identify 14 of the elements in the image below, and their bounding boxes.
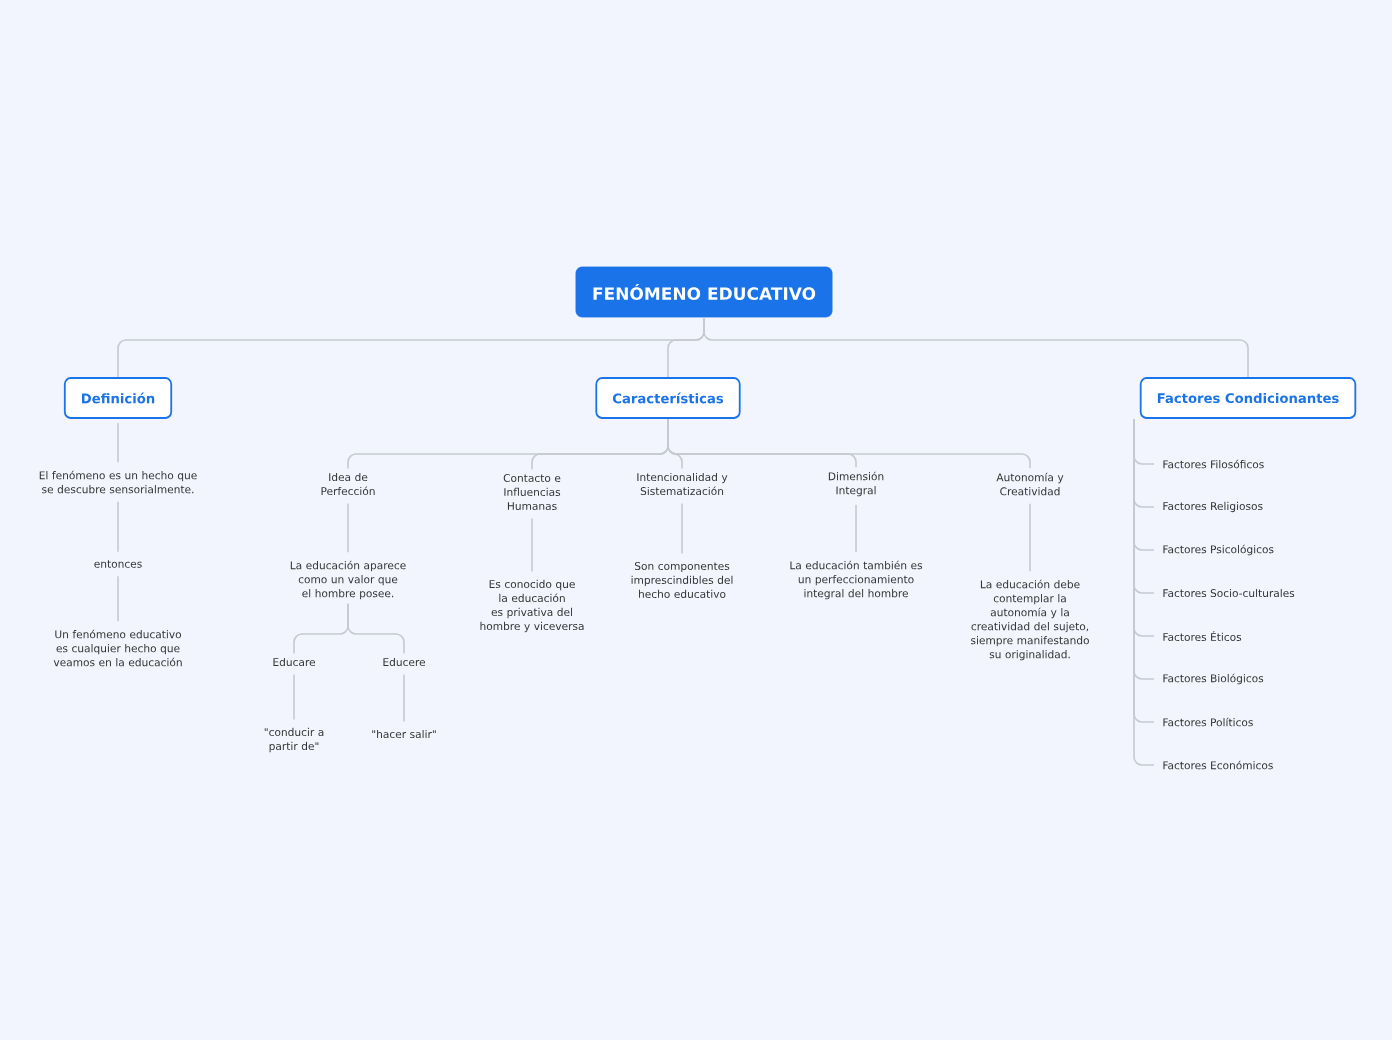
connector-line bbox=[531, 517, 533, 573]
connector-line bbox=[667, 418, 1031, 470]
connector-line bbox=[681, 502, 683, 555]
connector-line bbox=[347, 502, 349, 554]
connector-line bbox=[117, 422, 119, 464]
root-topic-box: FENÓMENO EDUCATIVO bbox=[575, 266, 833, 318]
connector-line bbox=[855, 503, 857, 554]
connector-line bbox=[703, 316, 1249, 378]
connector-line bbox=[117, 575, 119, 623]
connector-line bbox=[1029, 502, 1031, 573]
connector-line bbox=[293, 673, 295, 721]
connector-line bbox=[117, 500, 119, 553]
connector-line bbox=[347, 602, 405, 655]
connector-line bbox=[403, 673, 405, 723]
